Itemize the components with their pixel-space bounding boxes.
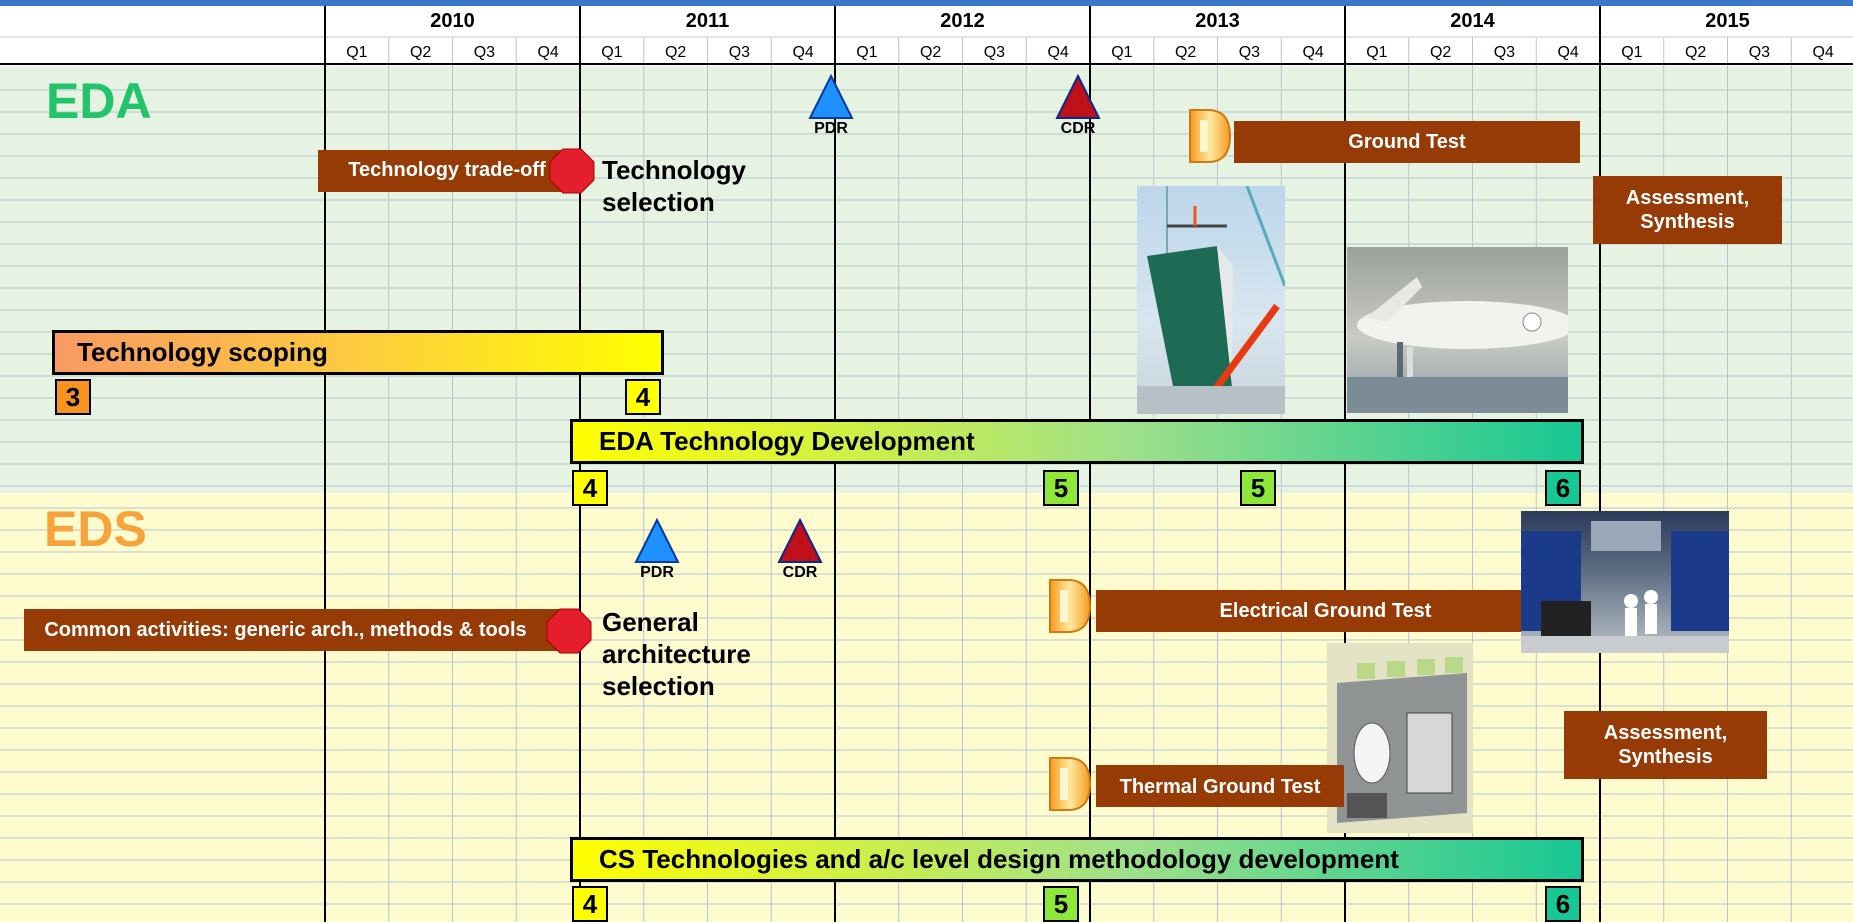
technology-scoping-label: Technology scoping [77, 337, 328, 367]
technology-scoping-bar: Technology scoping [52, 330, 664, 375]
quarter-label: Q3 [473, 44, 496, 61]
electrical-ground-test-label: Electrical Ground Test [1219, 600, 1432, 622]
quarter-label: Q3 [1748, 44, 1771, 61]
quarter-label: Q1 [346, 44, 368, 61]
year-label-2010: 2010 [430, 10, 475, 32]
eda-technology-development-label: EDA Technology Development [599, 426, 975, 456]
technology-selection-stop-icon [549, 148, 595, 194]
quarter-label: Q4 [537, 44, 559, 61]
cdr-triangle-icon [777, 517, 823, 563]
eda-assessment-label: Assessment, Synthesis [1625, 187, 1750, 233]
title-strip [0, 0, 1853, 6]
cs-methodology-development-bar: CS Technologies and a/c level design met… [570, 837, 1584, 882]
pdr-triangle-icon [634, 517, 680, 563]
eda-pdr-label: PDR [814, 120, 848, 137]
ground-test-d-icon [1189, 109, 1232, 163]
quarter-label: Q2 [409, 44, 432, 61]
eds-assessment-box: Assessment, Synthesis [1564, 711, 1767, 779]
quarter-label: Q4 [1047, 44, 1069, 61]
eds-section-title: EDS [44, 501, 147, 557]
quarter-label: Q1 [1111, 44, 1133, 61]
trl-badge-dev-end: 6 [1545, 470, 1581, 506]
year-label-2012: 2012 [940, 10, 985, 32]
quarter-label: Q4 [1557, 44, 1579, 61]
trl-badge-dev-mid1: 5 [1043, 470, 1079, 506]
header-background [0, 6, 1853, 66]
technology-tradeoff-label: Technology trade-off [348, 159, 546, 181]
thermal-test-render [1327, 643, 1473, 833]
quarter-label: Q3 [1493, 44, 1516, 61]
quarter-label: Q2 [1429, 44, 1452, 61]
quarter-label: Q1 [601, 44, 623, 61]
quarter-label: Q3 [728, 44, 751, 61]
eds-cdr-milestone: CDR [777, 517, 823, 584]
trl-badge-scoping-end: 4 [625, 379, 661, 415]
eda-assessment-box: Assessment, Synthesis [1593, 176, 1782, 244]
eds-pdr-milestone: PDR [634, 517, 680, 584]
tail-fin-photo [1137, 186, 1285, 414]
trl-badge-eds-mid: 5 [1043, 886, 1079, 922]
eda-pdr-milestone: PDR [808, 73, 854, 140]
quarter-label: Q4 [1302, 44, 1324, 61]
cdr-triangle-icon [1055, 73, 1101, 119]
quarter-label: Q3 [983, 44, 1006, 61]
eda-cdr-milestone: CDR [1055, 73, 1101, 140]
trl-badge-eds-start: 4 [572, 886, 608, 922]
quarter-label: Q3 [1238, 44, 1261, 61]
ground-test-bar: Ground Test [1234, 121, 1580, 163]
trl-badge-dev-mid2: 5 [1240, 470, 1276, 506]
electrical-test-d-icon [1049, 579, 1092, 633]
quarter-label: Q1 [1621, 44, 1643, 61]
trl-badge-dev-start: 4 [572, 470, 608, 506]
technology-tradeoff-bar: Technology trade-off [318, 150, 576, 192]
year-label-2013: 2013 [1195, 10, 1240, 32]
eda-cdr-label: CDR [1060, 120, 1096, 137]
technology-selection-label: Technology selection [602, 155, 746, 217]
quarter-label: Q1 [1366, 44, 1388, 61]
common-activities-bar: Common activities: generic arch., method… [24, 609, 567, 651]
electrical-lab-photo [1521, 511, 1729, 653]
ground-test-label: Ground Test [1348, 131, 1466, 153]
quarter-label: Q2 [664, 44, 687, 61]
eds-pdr-label: PDR [640, 564, 674, 581]
general-architecture-label: General architecture selection [602, 607, 751, 701]
year-label-2015: 2015 [1705, 10, 1750, 32]
year-label-2014: 2014 [1450, 10, 1495, 32]
electrical-ground-test-bar: Electrical Ground Test [1096, 590, 1555, 632]
trl-badge-scoping-start: 3 [55, 379, 91, 415]
cs-methodology-development-label: CS Technologies and a/c level design met… [599, 844, 1399, 874]
aircraft-hangar-photo [1347, 247, 1568, 413]
thermal-test-d-icon [1049, 757, 1092, 811]
pdr-triangle-icon [808, 73, 854, 119]
quarter-label: Q4 [792, 44, 814, 61]
eds-cdr-label: CDR [782, 564, 818, 581]
thermal-ground-test-label: Thermal Ground Test [1119, 776, 1321, 798]
eda-section-title: EDA [46, 73, 152, 129]
quarter-label: Q2 [1174, 44, 1197, 61]
quarter-label: Q2 [1684, 44, 1707, 61]
year-label-2011: 2011 [685, 10, 730, 32]
eds-assessment-label: Assessment, Synthesis [1603, 722, 1728, 768]
thermal-ground-test-bar: Thermal Ground Test [1096, 765, 1344, 807]
quarter-label: Q4 [1812, 44, 1834, 61]
quarter-label: Q1 [856, 44, 878, 61]
trl-badge-eds-end: 6 [1545, 886, 1581, 922]
general-architecture-stop-icon [546, 608, 592, 654]
eda-technology-development-bar: EDA Technology Development [570, 419, 1584, 464]
quarter-label: Q2 [919, 44, 942, 61]
common-activities-label: Common activities: generic arch., method… [44, 619, 527, 641]
